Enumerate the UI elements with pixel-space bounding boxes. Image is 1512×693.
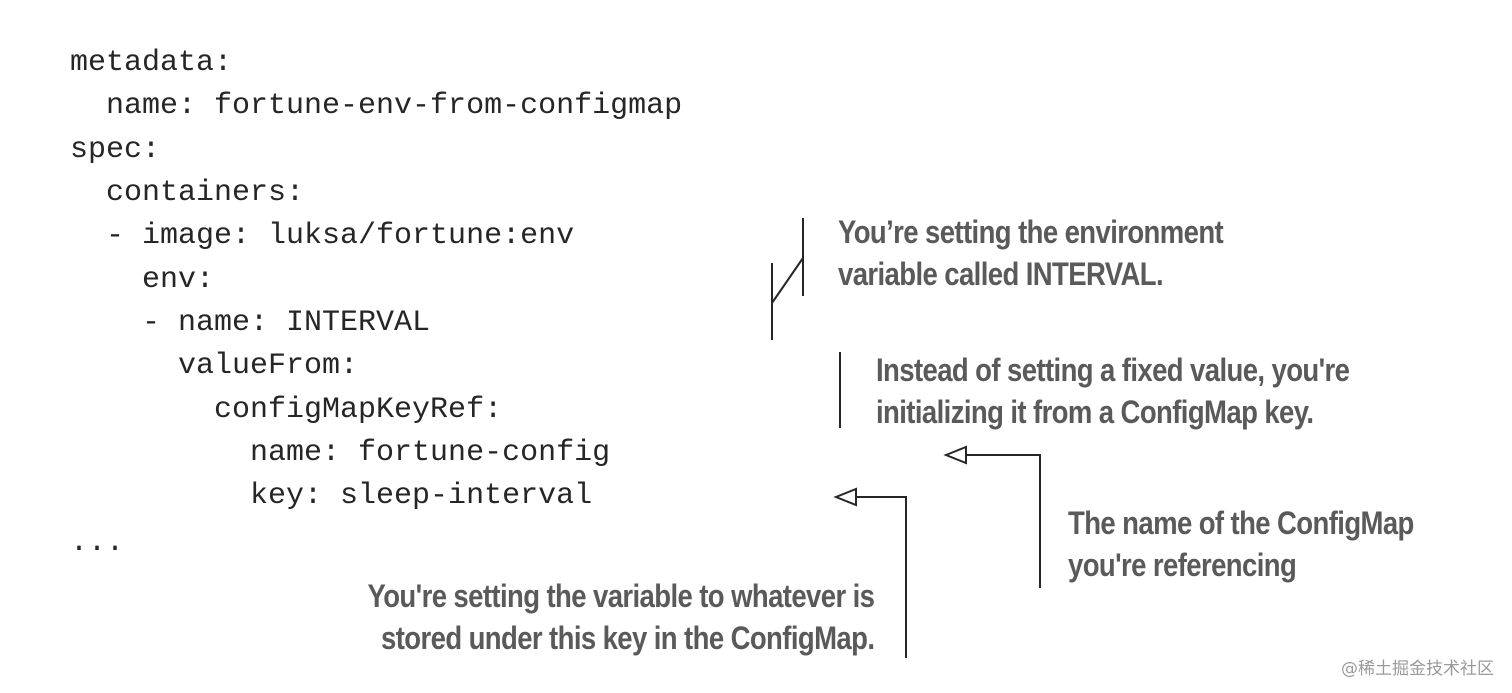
annotation-line: Instead of setting a fixed value, you're <box>876 352 1350 388</box>
code-line: env: <box>70 263 215 297</box>
callout-connector-line <box>771 257 804 304</box>
code-line: valueFrom: <box>70 349 359 383</box>
annotation-value-from: Instead of setting a fixed value, you're… <box>876 349 1350 433</box>
code-line: spec: <box>70 133 161 167</box>
code-line: key: sleep-interval <box>70 479 593 513</box>
code-line: containers: <box>70 176 305 210</box>
code-line: ... <box>70 526 125 560</box>
annotation-line: The name of the ConfigMap <box>1068 505 1414 541</box>
code-line: name: fortune-env-from-configmap <box>70 89 683 123</box>
annotation-line: You're setting the variable to whatever … <box>367 578 874 614</box>
annotation-line: you're referencing <box>1068 547 1297 583</box>
annotation-env-var: You’re setting the environment variable … <box>838 211 1224 295</box>
code-line: configMapKeyRef: <box>70 393 503 427</box>
annotation-line: You’re setting the environment <box>838 214 1224 250</box>
callout-pointer-line <box>966 454 1041 588</box>
arrowhead-left-icon <box>833 487 857 507</box>
watermark: @稀土掘金技术社区 <box>1341 659 1494 679</box>
code-line: name: fortune-config <box>70 436 611 470</box>
annotation-configmap-name: The name of the ConfigMap you're referen… <box>1068 502 1414 586</box>
annotation-key: You're setting the variable to whatever … <box>367 575 874 659</box>
code-line: - name: INTERVAL <box>70 306 431 340</box>
annotation-line: initializing it from a ConfigMap key. <box>876 394 1314 430</box>
code-line: - image: luksa/fortune:env <box>70 219 575 253</box>
arrowhead-left-icon <box>943 445 967 465</box>
annotation-line: variable called INTERVAL. <box>838 256 1164 292</box>
annotation-line: stored under this key in the ConfigMap. <box>380 620 875 656</box>
code-line: metadata: <box>70 46 233 80</box>
callout-pointer-line <box>856 496 907 658</box>
